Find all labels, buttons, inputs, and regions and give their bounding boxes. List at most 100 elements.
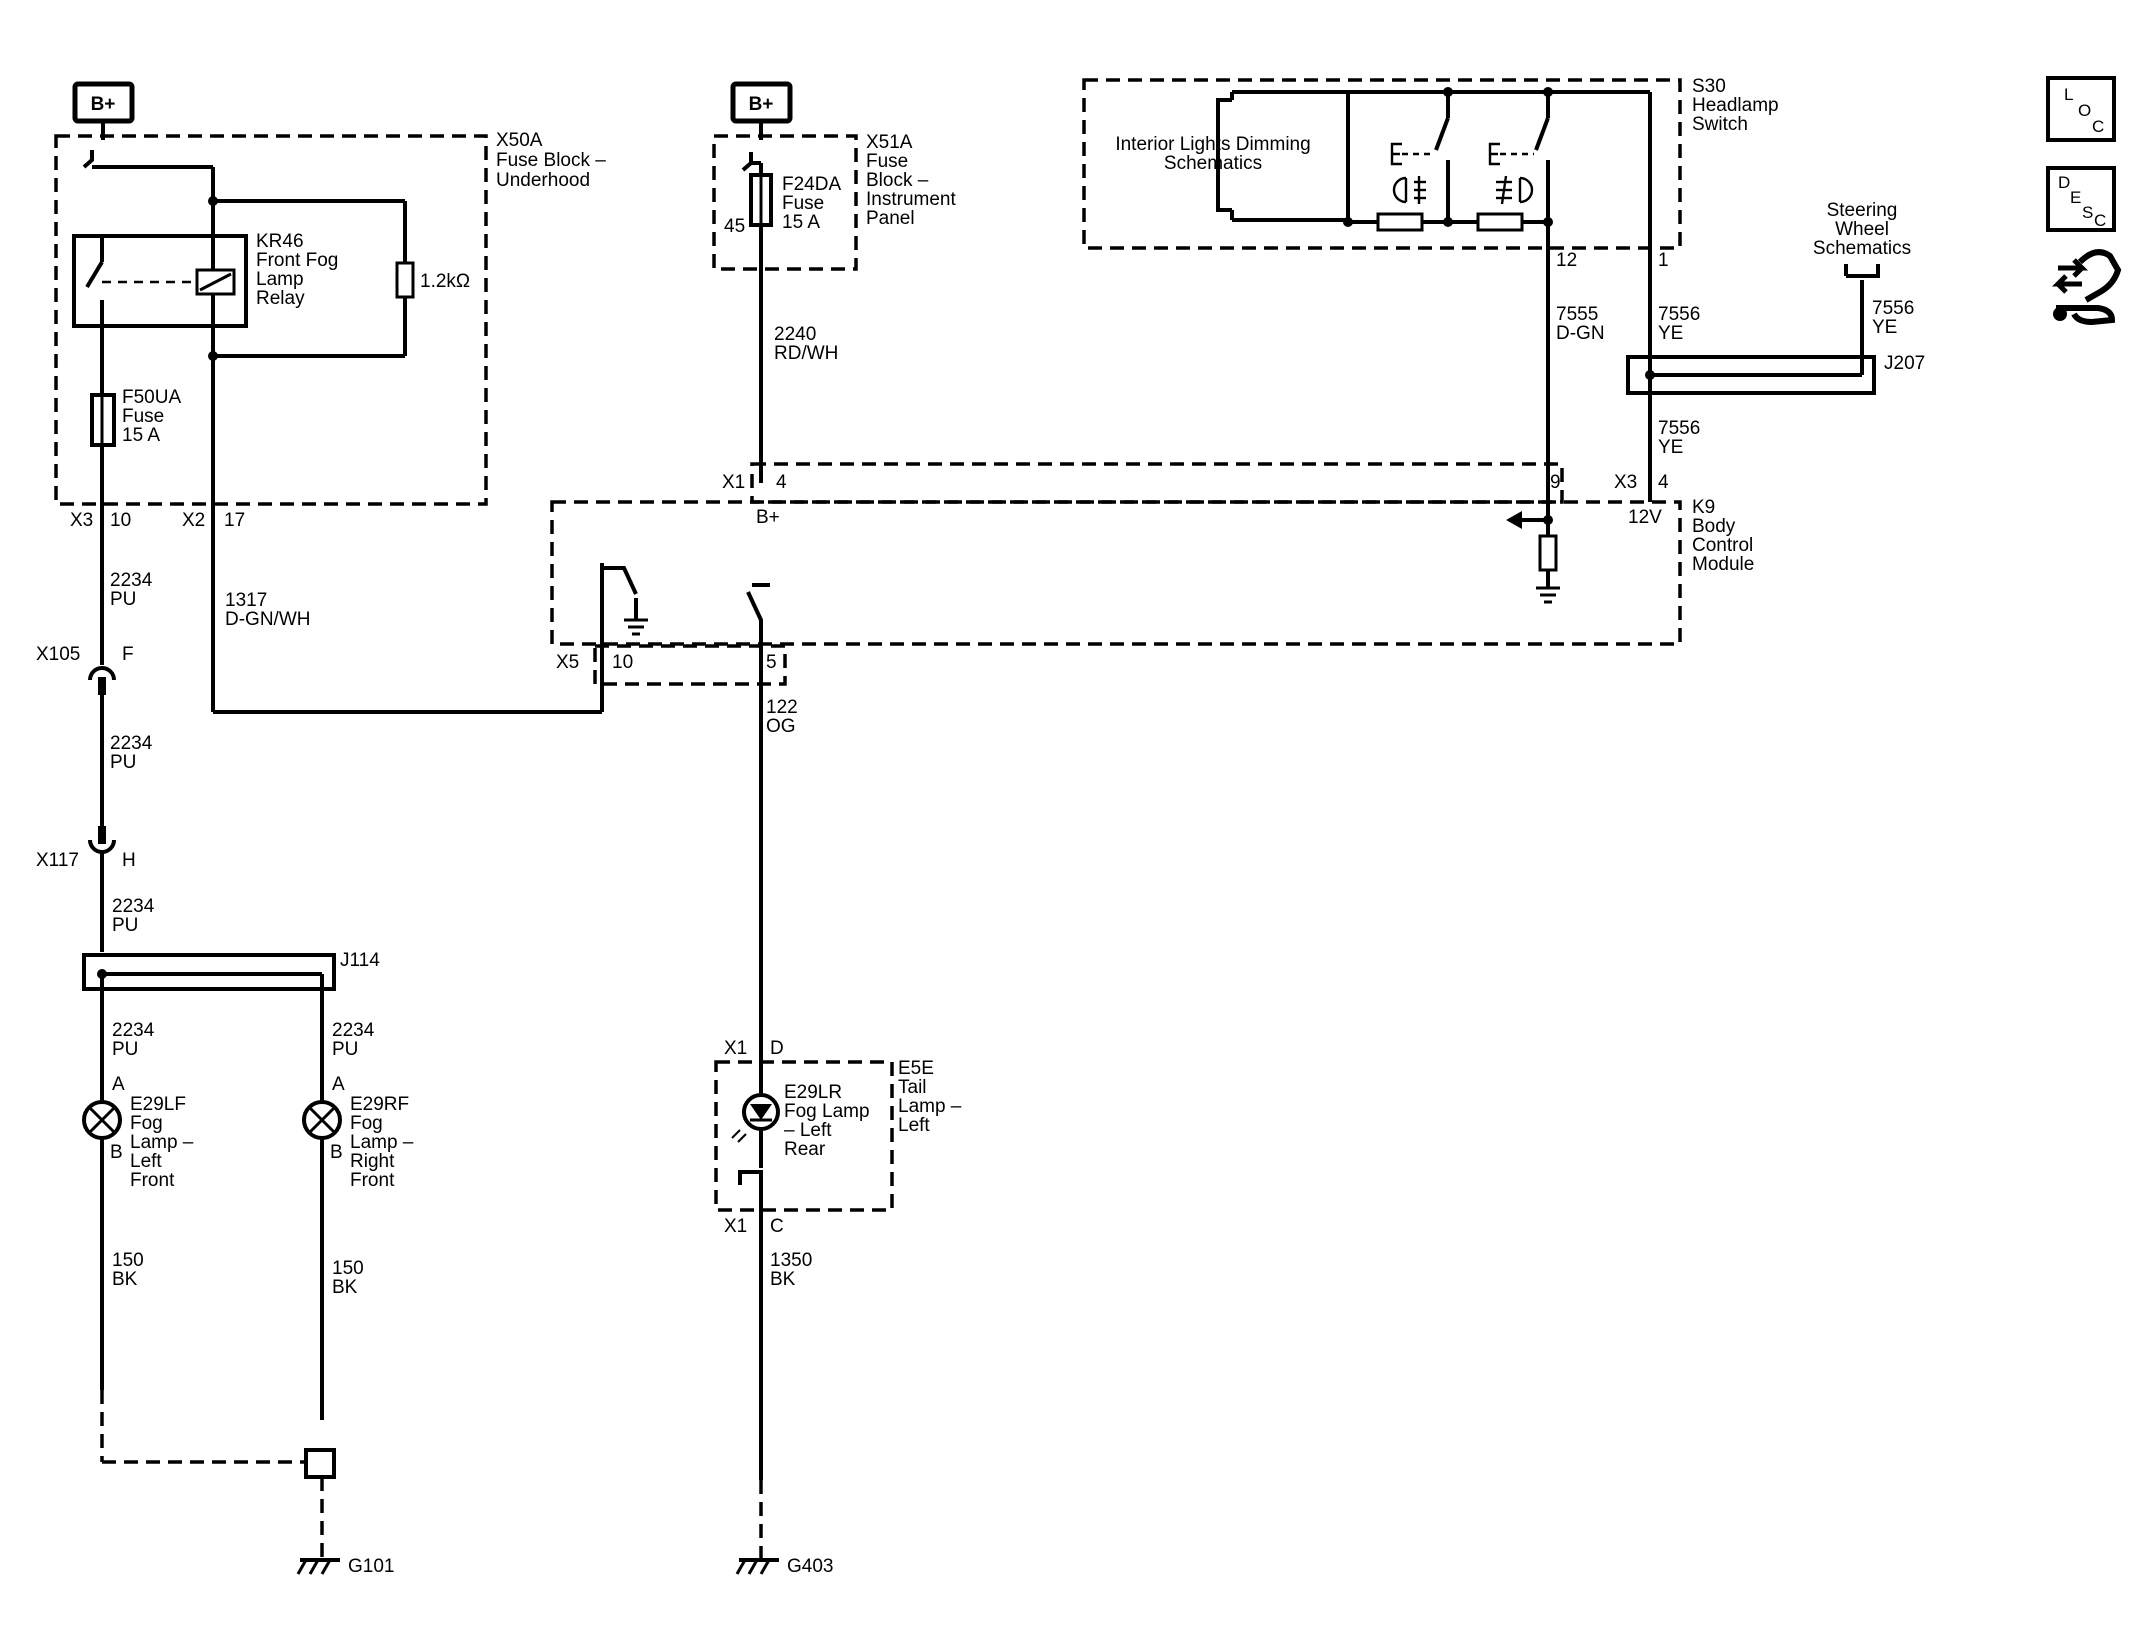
x117-id: X117 <box>36 850 79 871</box>
tail-lamp-e5e-border <box>714 1060 894 1212</box>
ground-terminal-g101 <box>304 1448 336 1479</box>
s30-pin-12: 12 <box>1556 250 1577 271</box>
e5e-line3: Left <box>898 1115 930 1136</box>
wire-1350-number: 1350 <box>770 1250 812 1271</box>
x50a-line2: Underhood <box>496 170 590 191</box>
x50a-line1: Fuse Block – <box>496 150 606 171</box>
wire-122-number: 122 <box>766 697 798 718</box>
f50ua-line1: Fuse <box>122 406 164 427</box>
f24da-id: F24DA <box>782 174 841 195</box>
wire-2234-b-number: 2234 <box>110 733 153 754</box>
front-fog-lamp-icon <box>1392 176 1426 204</box>
wire-7555-number: 7555 <box>1556 304 1598 325</box>
bcm-x1-label: X1 <box>722 472 745 493</box>
wire-7555-color: D-GN <box>1556 323 1605 344</box>
g101-label: G101 <box>348 1556 394 1577</box>
e29lf-line2: Lamp – <box>130 1132 194 1153</box>
steering-ref-line2: Wheel <box>1835 219 1889 240</box>
e29rf-pin-a: A <box>332 1074 345 1095</box>
k9-line1: Body <box>1692 516 1736 537</box>
bcm-x5-label: X5 <box>556 652 579 673</box>
x51a-line4: Panel <box>866 208 915 229</box>
x105-id: X105 <box>36 644 80 665</box>
kr46-line3: Relay <box>256 288 305 309</box>
bcm-x3-pin4: 4 <box>1658 472 1669 493</box>
bcm-low-side-switch <box>600 566 638 643</box>
e29lr-line1: Fog Lamp <box>784 1101 870 1122</box>
e29rf-pin-b: B <box>330 1142 343 1163</box>
headlamp-switch-circuit: S30 Headlamp Switch Interior Lights Dimm… <box>1082 76 1925 604</box>
x50a-pin-17: 17 <box>224 510 245 531</box>
e5e-id: E5E <box>898 1058 934 1079</box>
rear-fog-lamp-icon <box>1496 175 1534 205</box>
loc-letter-o: O <box>2078 101 2091 120</box>
k9-line2: Control <box>1692 535 1753 556</box>
e29lf-pin-a: A <box>112 1074 125 1095</box>
wire-1317-color: D-GN/WH <box>225 609 310 630</box>
bcm-x5-pin10: 10 <box>612 652 633 673</box>
x105-pin: F <box>122 644 134 665</box>
e29lr-id: E29LR <box>784 1082 842 1103</box>
wire-1317-number: 1317 <box>225 590 267 611</box>
kr46-id: KR46 <box>256 231 304 252</box>
wire-2234-c-number: 2234 <box>112 896 155 917</box>
wire-2234-e-number: 2234 <box>332 1020 375 1041</box>
bcm-high-side-switch <box>746 583 763 643</box>
desc-letter-d: D <box>2058 173 2070 192</box>
x51a-line2: Block – <box>866 170 929 191</box>
bcm-pulldown-resistor <box>1538 534 1558 572</box>
e5e-x1a: X1 <box>724 1038 747 1059</box>
bcm-x5-pin5: 5 <box>766 652 777 673</box>
wire-2234-e-color: PU <box>332 1039 358 1060</box>
battery-label-left: B+ <box>91 94 116 115</box>
f50ua-id: F50UA <box>122 387 181 408</box>
wire-7556-a-number: 7556 <box>1658 304 1700 325</box>
fuse-block-x50a-border <box>54 134 488 506</box>
s30-id: S30 <box>1692 76 1726 97</box>
resistor <box>395 261 415 299</box>
location-view-button[interactable]: L O C <box>2046 76 2116 142</box>
e29lf-line4: Front <box>130 1170 175 1191</box>
interior-lights-ref-line1: Interior Lights Dimming <box>1115 134 1310 155</box>
bcm-circuit: B+ X51A Fuse Block – Instrument Panel F2… <box>550 81 1754 1577</box>
wire-2234-a-number: 2234 <box>110 570 153 591</box>
e29lf-id: E29LF <box>130 1094 186 1115</box>
wire-2234-c-color: PU <box>112 915 138 936</box>
x51a-id: X51A <box>866 132 913 153</box>
kr46-line1: Front Fog <box>256 250 338 271</box>
relay-kr46 <box>72 234 248 328</box>
diagnostic-hand-icon[interactable] <box>2051 249 2122 326</box>
wire-150-right-color: BK <box>332 1277 358 1298</box>
x51a-line1: Fuse <box>866 151 908 172</box>
e29lf-line3: Left <box>130 1151 162 1172</box>
wire-7556-c-color: YE <box>1872 317 1897 338</box>
interior-lights-ref-line2: Schematics <box>1164 153 1262 174</box>
s30-line2: Switch <box>1692 114 1748 135</box>
loc-letter-l: L <box>2064 85 2073 104</box>
e29lf-pin-b: B <box>110 1142 123 1163</box>
x50a-connector-x2: X2 <box>182 510 205 531</box>
description-view-button[interactable]: D E S C <box>2046 166 2116 232</box>
bcm-connector-x5-band <box>593 644 787 686</box>
bcm-bplus-label: B+ <box>756 507 780 528</box>
wire-7556-b-number: 7556 <box>1658 418 1700 439</box>
e5e-line1: Tail <box>898 1077 927 1098</box>
k9-line3: Module <box>1692 554 1754 575</box>
steering-ref-line3: Schematics <box>1813 238 1911 259</box>
bcm-12v-label: 12V <box>1628 507 1662 528</box>
front-fog-circuit: B+ X50A Fuse Block – Underhood 1.2kΩ KR4… <box>36 81 606 1577</box>
e29lf-line1: Fog <box>130 1113 163 1134</box>
battery-label-mid: B+ <box>749 94 774 115</box>
wire-150-right-number: 150 <box>332 1258 364 1279</box>
x117-pin: H <box>122 850 136 871</box>
wire-7556-b-color: YE <box>1658 437 1683 458</box>
bcm-x1-pin4: 4 <box>776 472 787 493</box>
loc-letter-c: C <box>2092 117 2104 136</box>
bcm-pin-9: 9 <box>1550 472 1561 493</box>
desc-letter-c: C <box>2094 211 2106 230</box>
j207-id: J207 <box>1884 353 1925 374</box>
e29lr-line2: – Left <box>784 1120 832 1141</box>
e29lr-line3: Rear <box>784 1139 826 1160</box>
f24da-line1: Fuse <box>782 193 824 214</box>
